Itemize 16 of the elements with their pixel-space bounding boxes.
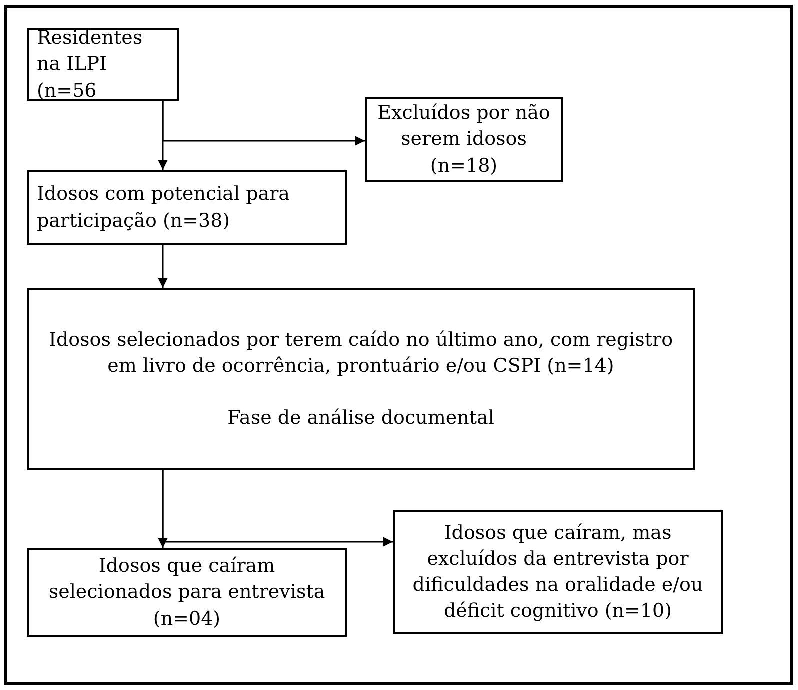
box-text: Idosos que caíram selecionados para entrevista (n=04): [48, 554, 326, 632]
process-box: [27, 170, 347, 245]
box-text: Residentes na ILPI (n=56: [37, 26, 144, 104]
process-box: [27, 548, 347, 637]
arrow: [162, 101, 365, 146]
process-box: [365, 97, 563, 182]
box-text: Idosos que caíram, mas excluídos da entrevista por dificuldades na oralidade e/ou déficit cognitivo (n=10): [412, 520, 704, 624]
arrow: [158, 245, 168, 288]
arrow: [162, 470, 393, 547]
process-box: [393, 510, 723, 634]
box-text: Idosos com potencial para participação (n=38): [37, 182, 292, 234]
process-box: [27, 288, 695, 470]
box-text: Excluídos por não serem idosos (n=18): [376, 101, 552, 179]
process-box: [27, 28, 179, 101]
box-text: Idosos selecionados por terem caído no último ano, com registro em livro de ocorrência, prontuário e/ou CSPI (n=14): [48, 328, 674, 379]
box-subtext: Fase de análise documental: [226, 406, 496, 432]
